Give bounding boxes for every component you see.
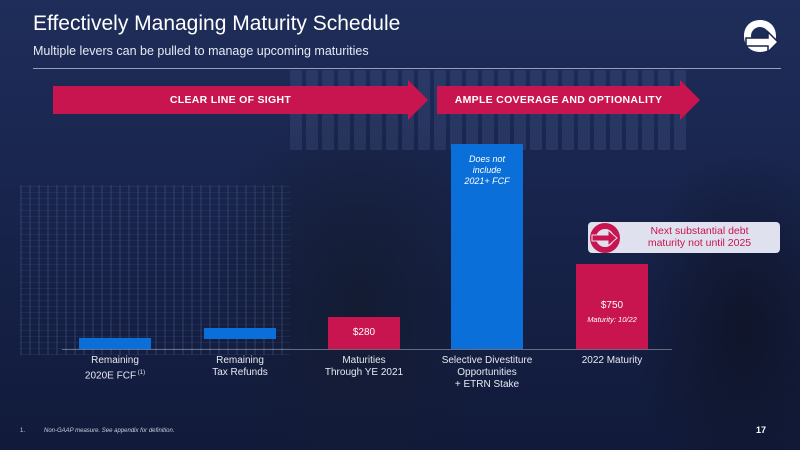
divestiture-note-line: include — [472, 165, 502, 175]
x-tick-label-line: Through YE 2021 — [324, 367, 404, 378]
x-tick-label: 2022 Maturity — [552, 355, 672, 367]
callout-text: Next substantial debt maturity not until… — [622, 225, 777, 249]
bar-sublabel: Maturity: 10/22 — [587, 315, 637, 324]
arrow-label: CLEAR LINE OF SIGHT — [169, 94, 292, 106]
x-tick-label-line: 2022 Maturity — [581, 355, 643, 366]
arrow-label: AMPLE COVERAGE AND OPTIONALITY — [454, 94, 663, 106]
bar-value-label: $750 — [600, 300, 624, 311]
footnote-text: Non-GAAP measure. See appendix for defin… — [44, 428, 175, 434]
bar-2 — [204, 327, 276, 340]
divestiture-note-line: Does not — [468, 154, 506, 164]
callout-line-2: maturity not until 2025 — [647, 237, 752, 249]
x-tick-label-line: Remaining — [216, 355, 264, 366]
page-number: 17 — [756, 425, 767, 435]
arrow-clear-line-of-sight: CLEAR LINE OF SIGHT — [53, 80, 428, 120]
x-tick-label-line: + ETRN Stake — [454, 379, 520, 390]
page-subtitle: Multiple levers can be pulled to manage … — [33, 44, 369, 58]
bar-3: $280 — [328, 317, 400, 349]
x-tick-label-line: 2020E FCF (1) — [84, 370, 146, 382]
x-tick-label-line: Opportunities — [457, 367, 517, 378]
chart-baseline — [62, 349, 672, 350]
x-tick-label: Remaining 2020E FCF (1) — [55, 355, 175, 382]
page-title: Effectively Managing Maturity Schedule — [33, 12, 401, 35]
footnote: 1. Non-GAAP measure. See appendix for def… — [20, 428, 175, 434]
x-tick-label-line: Remaining — [91, 355, 139, 366]
callout-line-1: Next substantial debt — [650, 225, 749, 237]
footnote-number: 1. — [20, 428, 26, 434]
title-divider — [33, 68, 781, 69]
bar-value-label: $280 — [352, 327, 376, 338]
arrow-ample-coverage: AMPLE COVERAGE AND OPTIONALITY — [437, 80, 700, 120]
equitrans-logo-icon — [744, 20, 780, 54]
forward-arrow-icon — [590, 223, 620, 253]
x-tick-label-line: Selective Divestiture — [441, 355, 533, 366]
x-tick-label-line: Maturities — [342, 355, 386, 366]
callout-box: Next substantial debt maturity not until… — [588, 222, 780, 253]
background-monitor — [20, 185, 290, 355]
bar-1 — [79, 338, 151, 349]
x-tick-label-line: Tax Refunds — [212, 367, 268, 378]
divestiture-note-line: 2021+ FCF — [464, 176, 510, 186]
footnote-marker: (1) — [136, 370, 146, 376]
